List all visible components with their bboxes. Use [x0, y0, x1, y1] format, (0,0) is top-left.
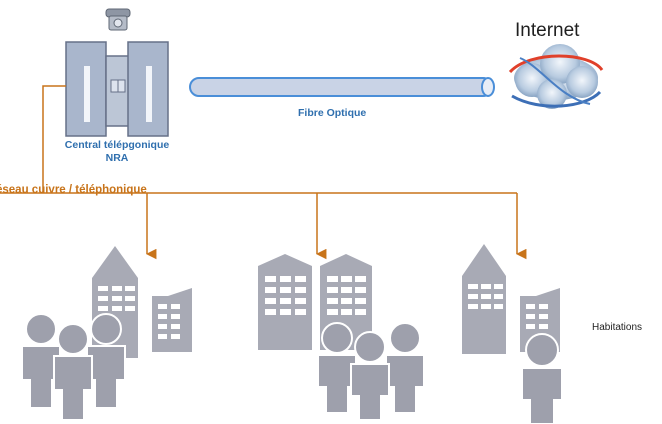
people-icon	[21, 313, 126, 421]
central-exchange-label: Central télépgonique NRA	[34, 139, 200, 165]
central-label-line2: NRA	[105, 152, 129, 164]
central-label-line1: Central télépgonique	[64, 139, 170, 151]
person-icon	[521, 333, 563, 424]
copper-network-label: éseau cuivre / téléphonique	[0, 184, 147, 196]
people-icon	[317, 322, 425, 421]
internet-cloud-icon	[508, 44, 604, 109]
apartment-buildings-icon	[92, 246, 192, 358]
copper-network	[0, 85, 527, 260]
fibre-optic-label: Fibre Optique	[298, 107, 367, 119]
telephone-exchange-icon	[65, 41, 169, 137]
fibre-optic-pipe	[189, 77, 495, 97]
habitations-label: Habitations	[592, 322, 643, 333]
apartment-buildings-icon	[462, 244, 560, 354]
telephone-icon	[105, 8, 131, 31]
internet-label: Internet	[515, 20, 580, 41]
apartment-buildings-icon	[258, 254, 372, 350]
